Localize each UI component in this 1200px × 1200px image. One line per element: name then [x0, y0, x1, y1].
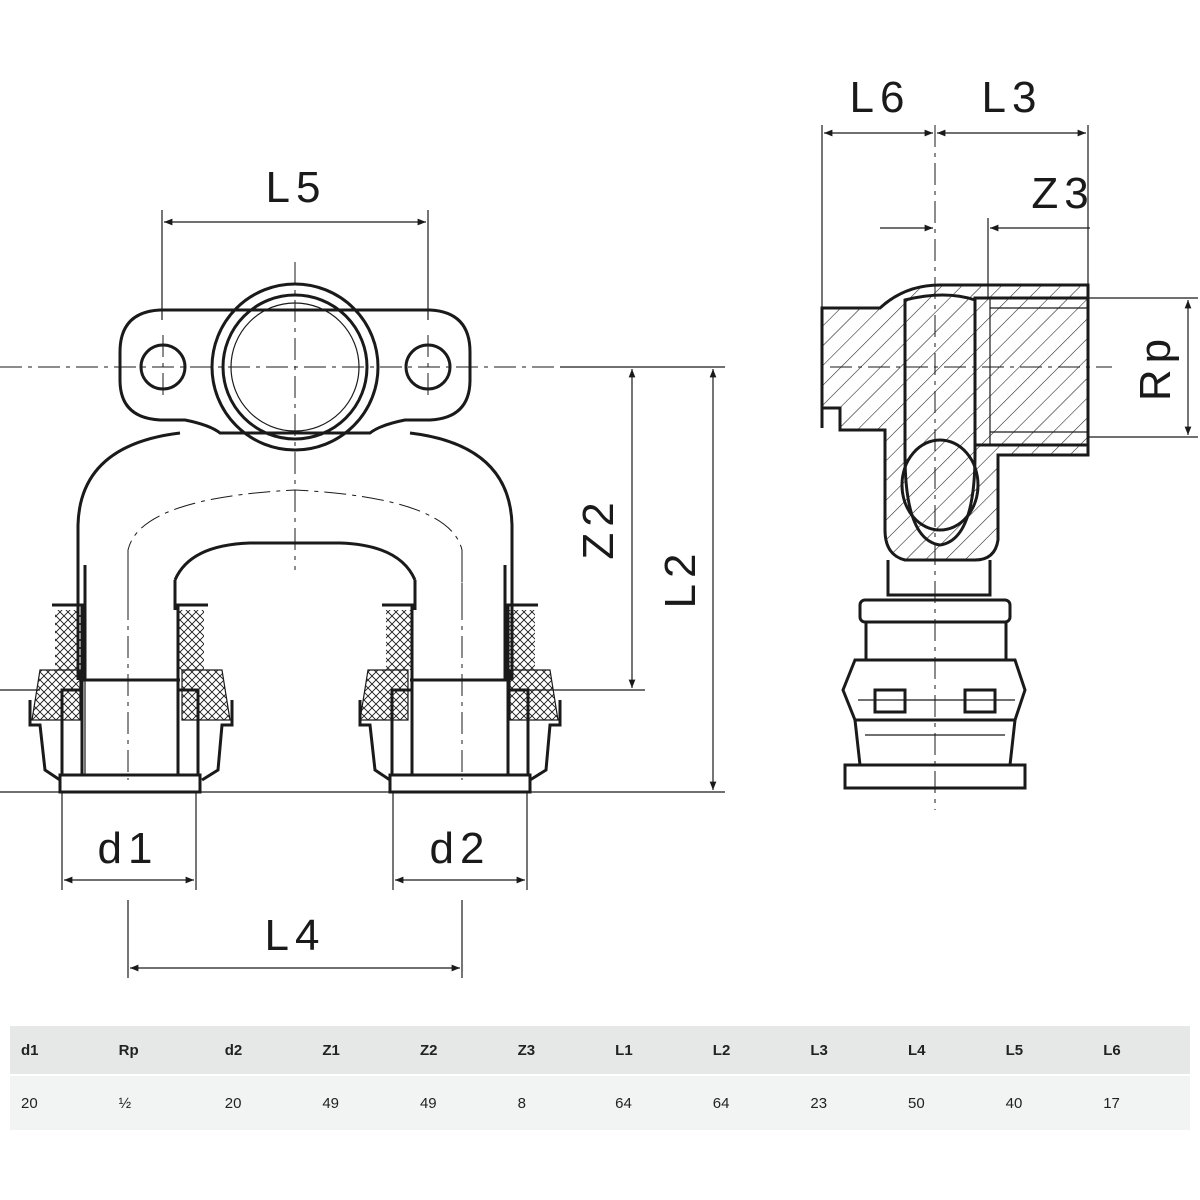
left-press-fitting [28, 603, 234, 794]
label-l4: L4 [265, 911, 326, 960]
table-header: L3 [799, 1026, 897, 1074]
table-header-row: d1 Rp d2 Z1 Z2 Z3 L1 L2 L3 L4 L5 L6 [10, 1026, 1190, 1074]
table-cell: 64 [701, 1076, 800, 1130]
u-body-outer [76, 431, 514, 565]
side-view [820, 125, 1112, 810]
table-header: L2 [701, 1026, 800, 1074]
table-cell: 8 [506, 1076, 605, 1130]
right-press-fitting [358, 603, 562, 794]
label-rp: Rp [1131, 333, 1180, 401]
table-cell: 17 [1092, 1076, 1190, 1130]
side-press-sleeve [841, 598, 1027, 790]
side-bore-circle [900, 438, 980, 532]
side-thread [973, 296, 1090, 447]
table-header: d2 [213, 1026, 312, 1074]
label-d1: d1 [98, 824, 159, 873]
table-cell: 20 [10, 1076, 108, 1130]
mounting-plate [118, 308, 472, 435]
label-l5: L5 [266, 163, 327, 212]
side-bore [903, 293, 977, 547]
front-view [0, 262, 562, 794]
right-leg-tube [410, 565, 514, 682]
table-cell: 49 [311, 1076, 409, 1130]
left-leg-tube [76, 565, 180, 682]
table-header: Rp [107, 1026, 214, 1074]
label-d2: d2 [430, 824, 491, 873]
dimension-table: d1 Rp d2 Z1 Z2 Z3 L1 L2 L3 L4 L5 L6 20 ½… [10, 1026, 1190, 1130]
thread-outer [221, 293, 369, 441]
label-z2: Z2 [574, 496, 623, 559]
label-l2: L2 [656, 548, 705, 609]
table-cell: 50 [897, 1076, 995, 1130]
table-cell: ½ [107, 1076, 214, 1130]
table-cell: 40 [994, 1076, 1093, 1130]
table-header: L5 [994, 1026, 1093, 1074]
table-header: d1 [10, 1026, 108, 1074]
table-cell: 49 [408, 1076, 507, 1130]
table-header: Z1 [311, 1026, 409, 1074]
table-header: Z2 [408, 1026, 507, 1074]
label-z3: Z3 [1031, 169, 1094, 218]
table-cell: 20 [213, 1076, 312, 1130]
table-header: L4 [897, 1026, 995, 1074]
table-cell: 23 [799, 1076, 897, 1130]
dimension-lines [0, 125, 1198, 978]
table-header: L6 [1092, 1026, 1190, 1074]
table-cell: 64 [604, 1076, 702, 1130]
table-row: 20 ½ 20 49 49 8 64 64 23 50 40 17 [10, 1076, 1190, 1130]
side-body-hatched [820, 283, 1090, 562]
table-header: Z3 [506, 1026, 605, 1074]
technical-drawing: L5 L6 L3 Z3 Rp Z2 L2 d1 d2 L4 [0, 73, 1198, 978]
table-header: L1 [604, 1026, 702, 1074]
label-l3: L3 [982, 73, 1043, 122]
label-l6: L6 [850, 73, 911, 122]
